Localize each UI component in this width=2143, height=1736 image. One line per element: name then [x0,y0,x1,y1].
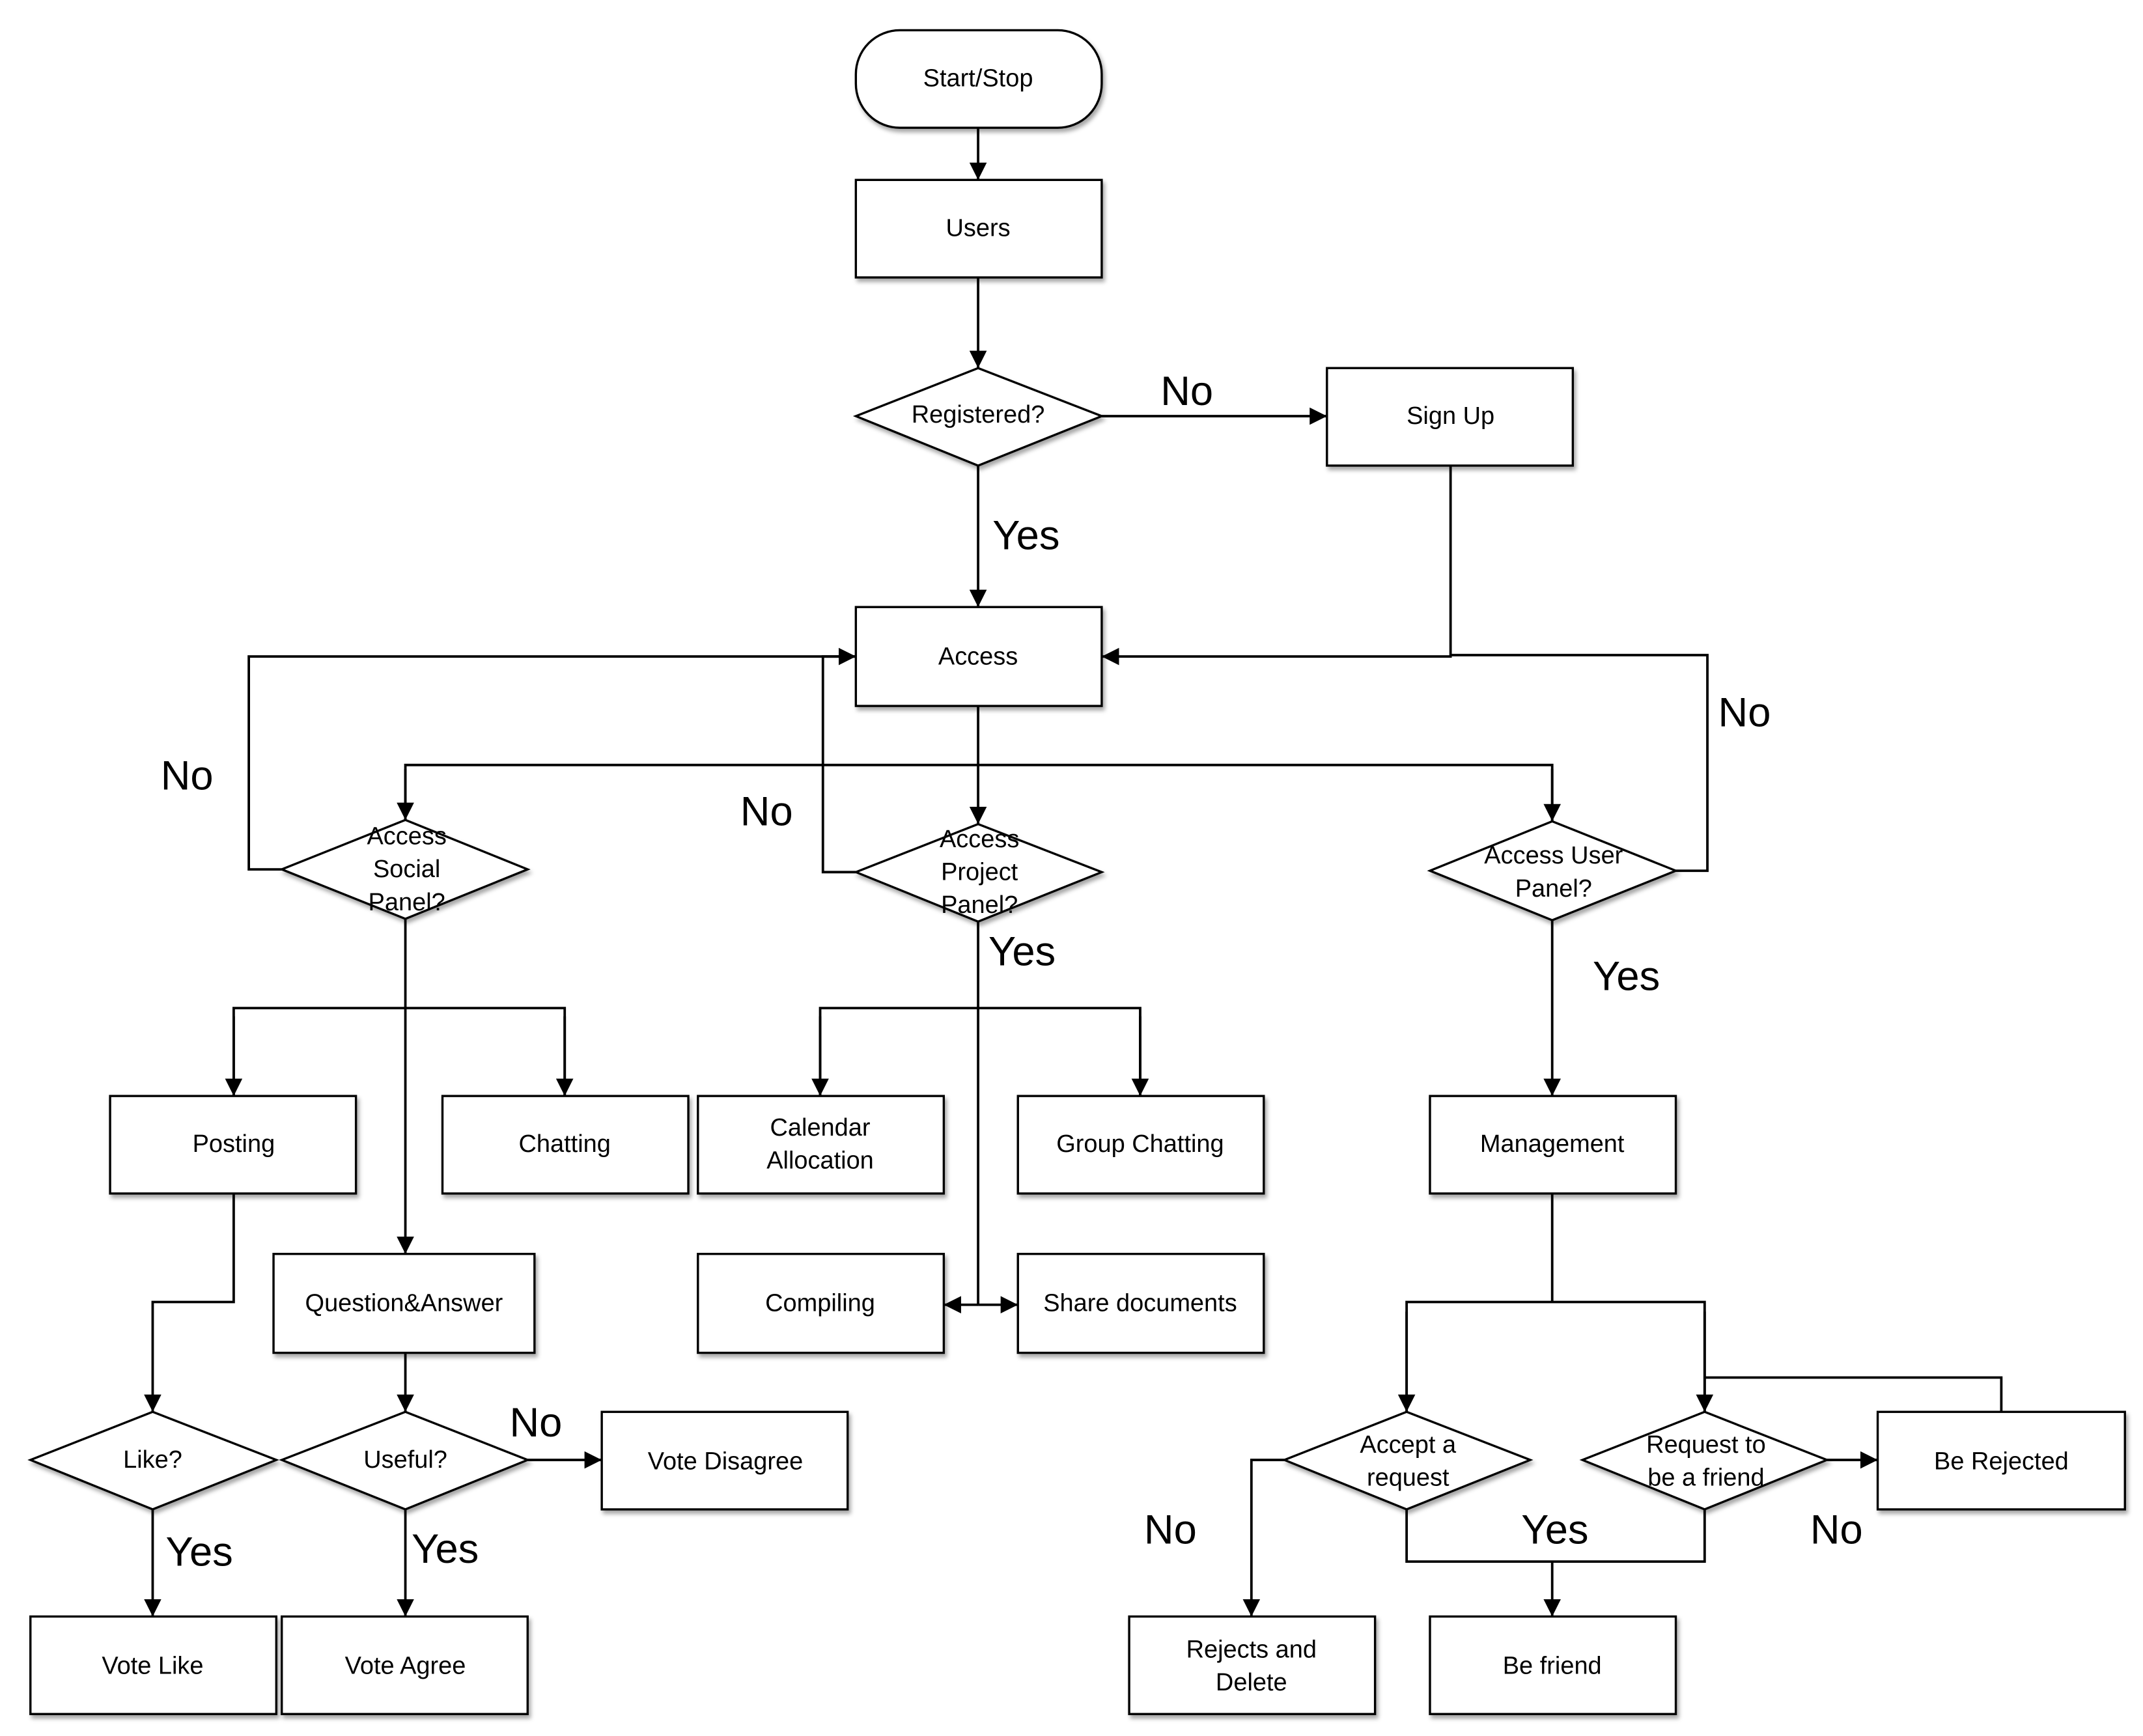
node-management: Management [1429,1095,1677,1195]
edge-project-no [821,647,856,874]
edge-userpanel-no [1450,654,1709,873]
node-rejects-and-delete: Rejects and Delete [1128,1615,1377,1715]
node-label: Panel? [941,891,1018,919]
node-label: Vote Disagree [648,1448,803,1475]
node-label: Vote Agree [345,1653,466,1680]
edge-yes-join [1405,1509,1706,1563]
label-registered-yes: Yes [992,513,1059,559]
node-signup: Sign Up [1326,367,1575,467]
node-label: be a friend [1647,1464,1764,1492]
decision-accept-request: Accept a request [1281,1410,1534,1511]
decision-like: Like? [27,1410,279,1511]
node-vote-disagree: Vote Disagree [600,1410,849,1511]
edge-management-hline [1405,1300,1706,1412]
label-social-no: No [161,753,214,799]
edge-project-branch [819,1007,1142,1097]
node-label: Request to [1646,1431,1766,1459]
label-accept-no: No [1144,1507,1197,1553]
node-label: Vote Like [102,1653,203,1680]
node-label: Share documents [1043,1290,1237,1317]
edge-rejected-loop [1704,1376,2003,1412]
node-compiling: Compiling [697,1252,945,1354]
edge-social-branch [232,1007,567,1097]
node-calendar-allocation: Calendar Allocation [697,1095,945,1195]
node-label: Delete [1216,1669,1287,1696]
node-label: Access [367,823,446,850]
node-label: Calendar [770,1114,871,1141]
label-project-yes: Yes [988,929,1056,975]
node-label: Registered? [912,401,1045,428]
node-label: Rejects and [1186,1636,1317,1663]
node-vote-agree: Vote Agree [281,1615,529,1715]
node-label: Project [941,858,1018,886]
node-label: Accept a [1360,1431,1457,1459]
decision-project-panel: Access Project Panel? [852,822,1105,923]
node-label: Group Chatting [1056,1130,1224,1158]
node-label: Useful? [363,1446,447,1474]
decision-user-panel: Access User Panel? [1427,820,1679,921]
node-label: Social [373,856,440,883]
label-project-no: No [740,789,793,834]
decision-request-friend: Request to be a friend [1579,1410,1830,1511]
node-access: Access [854,606,1103,707]
node-label: Management [1480,1130,1625,1158]
node-label: Access [940,826,1019,853]
node-posting: Posting [109,1095,357,1195]
node-vote-like: Vote Like [29,1615,277,1715]
label-userpanel-no: No [1718,690,1771,736]
node-users: Users [854,178,1103,279]
node-label: Like? [123,1446,182,1474]
node-label: Users [946,214,1011,242]
label-useful-no: No [509,1400,562,1446]
decision-registered: Registered? [852,367,1105,467]
label-registered-no: No [1160,369,1213,414]
edge-posting-like [144,1193,235,1412]
edge-accept-no [1242,1459,1285,1617]
node-label: Be Rejected [1934,1448,2069,1475]
terminator-shape [854,29,1103,129]
node-question-answer: Question&Answer [272,1252,536,1354]
node-group-chatting: Group Chatting [1016,1095,1265,1195]
node-label: Be friend [1503,1653,1602,1680]
node-label: Sign Up [1407,402,1494,430]
decision-useful: Useful? [279,1410,531,1511]
node-label: Access User [1484,842,1623,869]
label-like-yes: Yes [166,1529,233,1575]
node-start: Start/Stop [854,29,1103,129]
node-chatting: Chatting [441,1095,690,1195]
node-label: Panel? [1515,875,1592,903]
label-useful-yes: Yes [412,1526,479,1572]
label-accept-yes: Yes [1521,1507,1588,1553]
edge-signup-access [1101,466,1452,665]
node-share-documents: Share documents [1016,1252,1265,1354]
decision-social-panel: Access Social Panel? [279,819,531,920]
edge-social-no [247,647,856,871]
node-label: Allocation [766,1147,874,1174]
node-label: Question&Answer [305,1290,503,1317]
label-request-no: No [1810,1507,1863,1553]
node-label: Access [938,643,1018,670]
label-userpanel-yes: Yes [1593,954,1660,1000]
node-be-rejected: Be Rejected [1876,1410,2126,1511]
node-label: Compiling [765,1290,875,1317]
edges [144,128,2003,1617]
node-label: Posting [193,1130,275,1158]
edge-labels: No Yes No No Yes No Yes No Yes Yes No Ye… [161,369,1863,1575]
node-label: Start/Stop [923,64,1033,92]
node-label: Panel? [369,889,445,916]
node-label: Chatting [519,1130,611,1158]
node-be-friend: Be friend [1429,1615,1677,1715]
node-label: request [1367,1464,1450,1492]
